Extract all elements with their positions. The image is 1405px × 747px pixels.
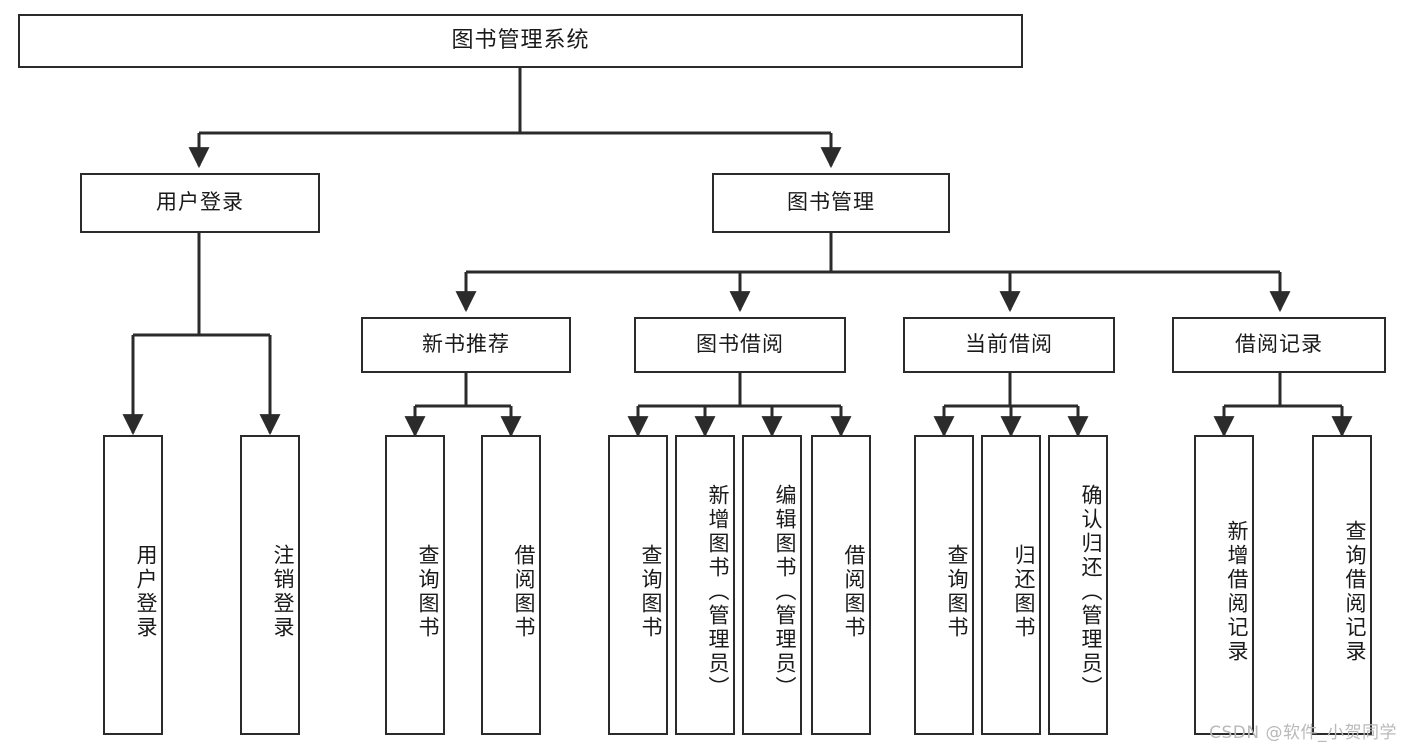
leaf-user-login-logout[interactable]: 注销登录 — [240, 435, 300, 735]
node-label: 借阅记录 — [1235, 332, 1323, 357]
leaf-current-return-book[interactable]: 归还图书 — [981, 435, 1041, 735]
node-label: 注销登录 — [271, 544, 295, 640]
leaf-new-book-query-book[interactable]: 查询图书 — [385, 435, 445, 735]
node-borrowing-record[interactable]: 借阅记录 — [1172, 317, 1386, 373]
node-label: 新增图书（管理员） — [706, 484, 730, 700]
node-book-management[interactable]: 图书管理 — [712, 173, 950, 233]
leaf-record-query-record[interactable]: 查询借阅记录 — [1312, 435, 1372, 735]
node-current-borrowing[interactable]: 当前借阅 — [903, 317, 1115, 373]
leaf-borrow-borrow-book[interactable]: 借阅图书 — [811, 435, 871, 735]
leaf-current-query-book[interactable]: 查询图书 — [914, 435, 974, 735]
node-label: 图书管理系统 — [451, 27, 590, 53]
node-label: 编辑图书（管理员） — [773, 484, 797, 700]
csdn-watermark: CSDN @软件_小贺同学 — [1209, 723, 1397, 743]
leaf-borrow-query-book[interactable]: 查询图书 — [608, 435, 668, 735]
leaf-current-confirm-return-admin[interactable]: 确认归还（管理员） — [1048, 435, 1108, 735]
leaf-record-add-record[interactable]: 新增借阅记录 — [1194, 435, 1254, 735]
node-user-login[interactable]: 用户登录 — [80, 173, 320, 233]
node-label: 归还图书 — [1012, 544, 1036, 640]
node-label: 借阅图书 — [842, 544, 866, 640]
leaf-borrow-add-book-admin[interactable]: 新增图书（管理员） — [675, 435, 735, 735]
node-label: 查询图书 — [639, 544, 663, 640]
node-label: 图书借阅 — [696, 332, 784, 357]
node-label: 用户登录 — [134, 544, 158, 640]
node-label: 用户登录 — [156, 190, 244, 215]
leaf-user-login-login[interactable]: 用户登录 — [103, 435, 163, 735]
node-label: 确认归还（管理员） — [1079, 484, 1103, 700]
node-root-book-management-system[interactable]: 图书管理系统 — [18, 14, 1023, 68]
leaf-borrow-edit-book-admin[interactable]: 编辑图书（管理员） — [742, 435, 802, 735]
node-label: 图书管理 — [787, 190, 875, 215]
node-label: 查询借阅记录 — [1343, 520, 1367, 664]
node-new-book-recommendation[interactable]: 新书推荐 — [361, 317, 571, 373]
node-label: 当前借阅 — [965, 332, 1053, 357]
node-book-borrowing[interactable]: 图书借阅 — [634, 317, 846, 373]
leaf-new-book-borrow-book[interactable]: 借阅图书 — [481, 435, 541, 735]
node-label: 借阅图书 — [512, 544, 536, 640]
node-label: 查询图书 — [416, 544, 440, 640]
node-label: 新增借阅记录 — [1225, 520, 1249, 664]
node-label: 查询图书 — [945, 544, 969, 640]
node-label: 新书推荐 — [422, 332, 510, 357]
